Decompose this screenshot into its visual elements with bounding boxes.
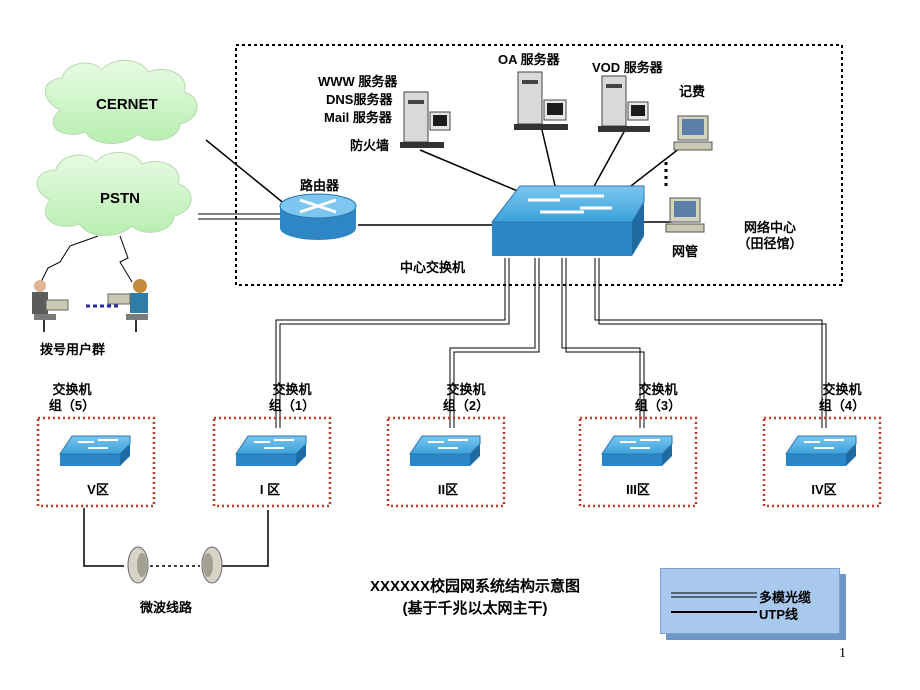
microwave-dish-right-icon bbox=[201, 546, 223, 584]
microwave-label: 微波线路 bbox=[140, 600, 193, 615]
switch-group-label-line2: 组（5） bbox=[48, 398, 96, 413]
router-icon bbox=[279, 193, 357, 240]
switch-group-label-line2: 组（3） bbox=[634, 398, 682, 413]
www-server-icon bbox=[400, 91, 451, 148]
legend-fiber-label: 多模光缆 bbox=[759, 590, 812, 605]
zone-label: IV区 bbox=[811, 482, 837, 497]
dialup-user-male-icon bbox=[32, 280, 69, 332]
switch-group-box bbox=[578, 416, 698, 508]
switch-group-label-line1: 交换机 bbox=[272, 382, 312, 397]
switch-group-label-line2: 组（2） bbox=[442, 398, 490, 413]
network-center-label: 网络中心 （田径馆） bbox=[730, 220, 810, 252]
switch-icon bbox=[601, 435, 673, 466]
pstn-label: PSTN bbox=[100, 190, 141, 207]
admin-label: 网管 bbox=[672, 244, 699, 259]
title-line2: (基于千兆以太网主干) bbox=[402, 600, 548, 617]
switch-group-box bbox=[386, 416, 506, 508]
firewall-label: 防火墙 bbox=[350, 138, 390, 153]
network-center-line2: （田径馆） bbox=[737, 236, 803, 251]
legend-utp-label: UTP线 bbox=[759, 607, 799, 622]
zone-label: V区 bbox=[87, 482, 109, 497]
microwave-link-right bbox=[222, 510, 269, 567]
www-server-label: WWW 服务器 bbox=[318, 74, 398, 89]
link-vod-core bbox=[591, 129, 626, 191]
dns-server-label: DNS服务器 bbox=[326, 92, 393, 107]
admin-pc-icon bbox=[665, 197, 705, 233]
cernet-cloud bbox=[44, 60, 198, 145]
switch-group-label-line1: 交换机 bbox=[638, 382, 678, 397]
mail-server-label: Mail 服务器 bbox=[324, 110, 392, 125]
switch-group-5 bbox=[762, 416, 882, 508]
switch-group-4 bbox=[578, 416, 698, 508]
core-switch-label: 中心交换机 bbox=[400, 260, 466, 275]
switch-group-label-line2: 组（1） bbox=[268, 398, 316, 413]
billing-pc-icon bbox=[673, 115, 713, 151]
switch-group-label: 交换机组（5） bbox=[42, 382, 102, 414]
pstn-cloud bbox=[36, 152, 192, 237]
fiber-trunks bbox=[275, 258, 827, 428]
switch-group-box bbox=[212, 416, 332, 508]
switch-icon bbox=[785, 435, 857, 466]
switch-icon bbox=[235, 435, 307, 466]
microwave-link-left bbox=[83, 508, 124, 567]
network-center-line1: 网络中心 bbox=[743, 220, 796, 235]
switch-group-box bbox=[762, 416, 882, 508]
dialup-label: 拨号用户群 bbox=[40, 342, 106, 357]
dialup-link-b bbox=[119, 235, 133, 283]
switch-group-2 bbox=[212, 416, 332, 508]
router-label: 路由器 bbox=[300, 178, 340, 193]
switch-group-label-line1: 交换机 bbox=[446, 382, 486, 397]
dialup-link-a bbox=[39, 235, 99, 285]
switch-group-label: 交换机组（2） bbox=[436, 382, 496, 414]
vod-server-icon bbox=[598, 75, 650, 132]
switch-group-label: 交换机组（4） bbox=[812, 382, 872, 414]
legend-box: 多模光缆 UTP线 bbox=[660, 568, 840, 634]
switch-groups bbox=[36, 416, 882, 508]
link-oa-core bbox=[541, 129, 557, 191]
core-switch-icon bbox=[490, 185, 645, 256]
billing-label: 记费 bbox=[679, 84, 706, 99]
switch-group-label-line2: 组（4） bbox=[818, 398, 866, 413]
link-firewall-core bbox=[419, 149, 521, 193]
switch-group-label-line1: 交换机 bbox=[822, 382, 862, 397]
microwave-dish-left-icon bbox=[127, 546, 149, 584]
switch-group-1 bbox=[36, 416, 156, 508]
switch-icon bbox=[59, 435, 131, 466]
oa-server-icon bbox=[514, 71, 568, 130]
switch-group-label: 交换机组（3） bbox=[628, 382, 688, 414]
page-number: 1 bbox=[839, 646, 846, 661]
zone-label: II区 bbox=[437, 482, 459, 497]
dialup-user-female-icon bbox=[107, 279, 148, 332]
switch-group-3 bbox=[386, 416, 506, 508]
oa-server-label: OA 服务器 bbox=[498, 52, 560, 67]
switch-group-label: 交换机组（1） bbox=[262, 382, 322, 414]
zone-label: III区 bbox=[626, 482, 650, 497]
title-line1: XXXXXX校园网系统结构示意图 bbox=[369, 578, 581, 595]
legend-lines bbox=[671, 592, 757, 613]
link-cernet-router bbox=[205, 139, 287, 206]
zone-label: I 区 bbox=[259, 482, 281, 497]
cernet-label: CERNET bbox=[96, 96, 158, 113]
switch-group-box bbox=[36, 416, 156, 508]
vod-server-label: VOD 服务器 bbox=[592, 60, 663, 75]
switch-group-label-line1: 交换机 bbox=[52, 382, 92, 397]
diagram-title: XXXXXX校园网系统结构示意图 (基于千兆以太网主干) bbox=[300, 576, 650, 620]
switch-icon bbox=[409, 435, 481, 466]
